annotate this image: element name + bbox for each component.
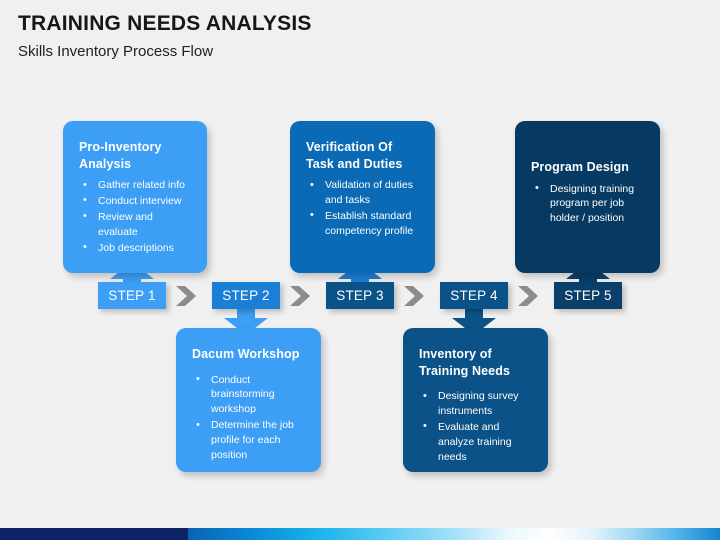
list-item: Evaluate and analyze training needs (419, 419, 534, 465)
list-item: Job descriptions (79, 240, 193, 256)
process-step-box-2[interactable]: Dacum Workshop Conduct brainstorming wor… (176, 328, 321, 472)
list-item: Validation of duties and tasks (306, 178, 421, 208)
list-item: Establish standard competency profile (306, 208, 421, 239)
page-header: TRAINING NEEDS ANALYSIS Skills Inventory… (18, 12, 518, 60)
step-chip-5[interactable]: STEP 5 (554, 282, 622, 309)
list-item: Designing training program per job holde… (531, 181, 646, 227)
step-box-bullets-4: Designing survey instruments Evaluate an… (419, 389, 534, 465)
step-box-title-4: Inventory of Training Needs (419, 347, 511, 378)
page-subtitle: Skills Inventory Process Flow (18, 43, 214, 61)
step-box-title-3: Verification Of Task and Duties (306, 140, 403, 171)
chevron-right-icon (290, 286, 310, 306)
step-chip-4[interactable]: STEP 4 (440, 282, 508, 309)
step-chip-2[interactable]: STEP 2 (212, 282, 280, 309)
arrow-down-icon-step-4 (452, 305, 496, 335)
list-item: Designing survey instruments (419, 389, 534, 419)
chevron-right-icon (518, 286, 538, 306)
list-item: Conduct brainstorming workshop (192, 372, 307, 418)
step-box-title-5: Program Design (531, 160, 629, 174)
arrow-up-icon-step-5 (566, 262, 610, 292)
list-item: Determine the job profile for each posit… (192, 418, 307, 463)
step-chip-1[interactable]: STEP 1 (98, 282, 166, 309)
band-gradient-segment (188, 528, 720, 540)
step-box-bullets-3: Validation of duties and tasks Establish… (306, 178, 421, 239)
process-step-box-5[interactable]: Program Design Designing training progra… (515, 121, 660, 273)
arrow-down-icon-step-2 (224, 305, 268, 335)
step-box-bullets-5: Designing training program per job holde… (531, 181, 646, 227)
arrow-up-icon-step-3 (338, 262, 382, 292)
process-step-box-1[interactable]: Pro-Inventory Analysis Gather related in… (63, 121, 207, 273)
step-chip-3[interactable]: STEP 3 (326, 282, 394, 309)
page-title: TRAINING NEEDS ANALYSIS (18, 12, 312, 35)
bottom-decorative-band (0, 528, 720, 540)
step-box-bullets-2: Conduct brainstorming workshop Determine… (192, 372, 307, 463)
process-step-box-3[interactable]: Verification Of Task and Duties Validati… (290, 121, 435, 273)
chevron-right-icon (404, 286, 424, 306)
list-item: Conduct interview (79, 193, 193, 209)
list-item: Review and evaluate (79, 209, 193, 240)
band-navy-segment (0, 528, 188, 540)
process-step-box-4[interactable]: Inventory of Training Needs Designing su… (403, 328, 548, 472)
step-box-bullets-1: Gather related info Conduct interview Re… (79, 178, 193, 256)
chevron-right-icon (176, 286, 196, 306)
step-box-title-2: Dacum Workshop (192, 347, 300, 361)
arrow-up-icon-step-1 (110, 262, 154, 292)
list-item: Gather related info (79, 178, 193, 194)
step-box-title-1: Pro-Inventory Analysis (79, 140, 162, 171)
